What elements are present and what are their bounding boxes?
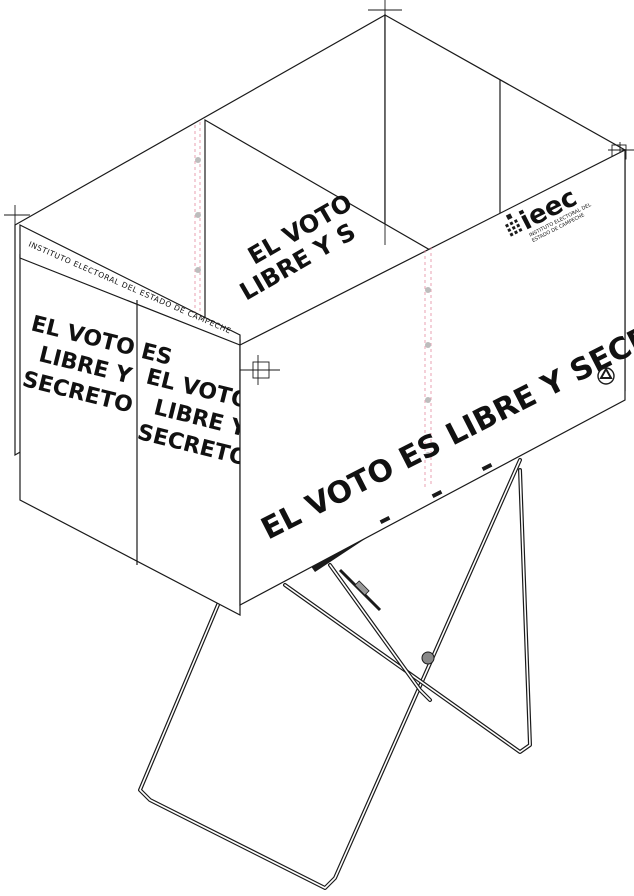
- corner-clip: [368, 0, 402, 22]
- booth-left-side: INSTITUTO ELECTORAL DEL ESTADO DE CAMPEC…: [19, 224, 290, 616]
- pivot-joint: [421, 651, 435, 665]
- brace-clamp: [354, 580, 370, 596]
- recycle-icon: [597, 366, 615, 385]
